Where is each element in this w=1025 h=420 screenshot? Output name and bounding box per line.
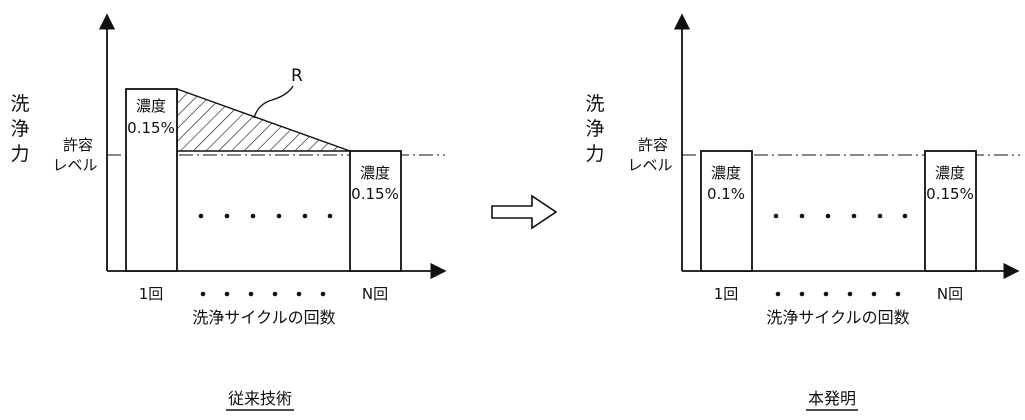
left-bar2-label-1: 濃度 [360,164,390,182]
right-threshold-label-2: レベル [627,156,672,174]
right-y-label-1: 洗 [585,93,604,115]
right-y-label-2: 浄 [585,118,604,140]
left-bar-last [349,150,402,272]
left-y-label-1: 洗 [10,93,29,115]
left-region-label: R [291,66,303,86]
left-threshold-label-2: レベル [52,156,97,174]
right-bar-last [924,150,977,272]
right-bar-first [700,150,753,272]
right-y-label-3: 力 [585,143,604,165]
right-caption: 本発明 [808,389,856,408]
left-region-leader [253,85,294,119]
right-bar2-label-2: 0.15% [926,185,974,203]
left-bar1-label-2: 0.15% [127,119,175,137]
right-xaxis-ellipsis [775,291,901,297]
left-y-label-3: 力 [10,143,29,165]
left-bar2-label-2: 0.15% [351,185,399,203]
left-threshold-label-1: 許容 [63,136,93,154]
left-xaxis-ellipsis [200,291,326,297]
left-bar1-label-1: 濃度 [136,97,166,115]
left-x-tick-last: N回 [362,285,388,303]
left-caption: 従来技術 [228,389,292,408]
left-plot-ellipsis [198,213,333,219]
right-bar1-label-2: 0.1% [707,185,745,203]
right-x-tick-first: 1回 [714,285,739,303]
transition-arrow-icon [491,194,558,230]
left-hatched-region [176,88,351,152]
right-x-tick-last: N回 [937,285,963,303]
left-y-label-2: 浄 [10,118,29,140]
left-x-tick-first: 1回 [139,285,164,303]
right-bar1-label-1: 濃度 [711,164,741,182]
left-diagram: R 濃度 0.15% 濃度 0.15% 洗 浄 力 許容 レベル 1回 N回 洗… [10,13,447,411]
right-diagram: 濃度 0.1% 濃度 0.15% 洗 浄 力 許容 レベル 1回 N回 洗浄サイ… [585,13,1020,411]
right-threshold-label-1: 許容 [638,136,668,154]
right-bar2-label-1: 濃度 [935,164,965,182]
left-bar-first [125,88,178,272]
left-x-label: 洗浄サイクルの回数 [192,308,335,327]
right-plot-ellipsis [773,213,908,219]
right-x-label: 洗浄サイクルの回数 [766,308,909,327]
